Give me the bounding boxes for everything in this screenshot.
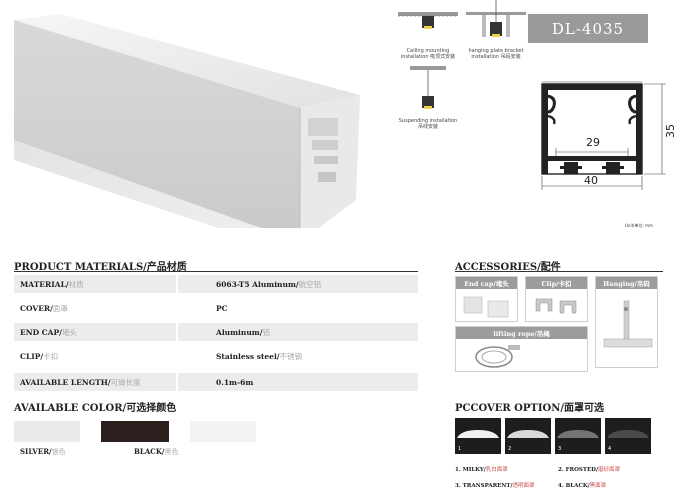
pc-option-label-cn: 乳白面罩 [485,467,508,473]
color-label-silver: SILVER/银色 [20,447,66,457]
pc-cover-frosted: 2 [505,418,551,454]
unit-note: Unit/单位: mm [625,223,653,228]
pc-option-label: 3. TRANSPARENT/透明面罩 [455,481,535,489]
row-key-cn: 面罩 [52,303,68,313]
dim-outer-width: 40 [584,174,598,187]
row-key-cn: 材质 [68,279,84,289]
accessories-title: ACCESSORIES/配件 [455,262,561,273]
accessory-clip-label: Clip/卡扣 [526,277,587,289]
row-value: 6063-T5 Aluminum/ [216,279,299,289]
pc-option-label-en: 1. MILKY/ [455,467,486,473]
pc-cover-transparent: 3 [555,418,601,454]
pc-cover-transparent-shape [557,430,599,438]
suspending-icon [406,66,450,112]
row-key: AVAILABLE LENGTH/ [20,377,111,387]
hanging-image [603,300,653,348]
suspending-label: Suspending installation 吊线安装 [398,118,458,130]
accessory-end-cap: End cap/堵头 [455,276,518,322]
hanging-bracket-label: hanging plate bracket installation 吊码安装 [468,48,524,60]
pc-option-label: 1. MILKY/乳白面罩 [455,465,508,473]
accessory-hanging: Hanging/吊码 [595,276,658,368]
row-value-cn: 航空铝 [298,279,322,289]
row-key: CLIP/ [20,351,44,361]
color-swatch-black [101,421,169,442]
pc-option-label: 2. FROSTED/磨砂面罩 [558,465,620,473]
ceiling-mount-label: Ceiling mounting installation 吸顶式安装 [400,48,456,60]
pc-cover-milky: 1 [455,418,501,454]
pc-cover-num: 1 [458,446,462,452]
table-row: COVER/面罩 PC [14,299,418,317]
silver-label: SILVER/ [20,447,52,456]
accessory-hanging-label: Hanging/吊码 [596,277,657,289]
dim-inner-width: 29 [586,136,600,149]
accessories-divider [455,271,663,272]
color-swatch-white [190,421,256,442]
materials-divider [14,271,418,272]
model-badge: DL-4035 [528,14,648,43]
row-key-cn: 可做长度 [110,377,141,387]
black-label-cn: 黑色 [164,448,179,456]
row-key: END CAP/ [20,327,62,337]
table-row: AVAILABLE LENGTH/可做长度 0.1m-6m [14,373,418,391]
ceiling-mount-icon [398,12,458,58]
row-value-cn: 铝 [262,327,271,337]
color-swatch-silver [14,421,80,442]
pc-option-label-en: 2. FROSTED/ [558,467,598,473]
pc-option-label: 4. BLACK/黑面罩 [558,481,606,489]
row-key: COVER/ [20,303,53,313]
row-value-cn: 不锈钢 [279,351,303,361]
row-value: PC [216,303,228,313]
accessory-lifting-rope: lifting rope/吊绳 [455,326,588,372]
row-value: Aluminum/ [216,327,263,337]
colors-title: AVAILABLE COLOR/可选择颜色 [14,403,177,414]
black-label: BLACK/ [134,447,165,456]
table-row: END CAP/堵头 Aluminum/铝 [14,323,418,341]
row-key-cn: 卡扣 [43,351,59,361]
pc-cover-title: PCCOVER OPTION/面罩可选 [455,403,604,414]
materials-title: PRODUCT MATERIALS/产品材质 [14,262,187,273]
silver-label-cn: 银色 [51,448,66,456]
table-row: MATERIAL/材质 6063-T5 Aluminum/航空铝 [14,275,418,293]
aluminum-profile-image [14,14,360,228]
pc-option-label-en: 4. BLACK/ [558,483,590,489]
accessory-end-cap-label: End cap/堵头 [456,277,517,289]
row-key: MATERIAL/ [20,279,69,289]
hanging-bracket-icon [466,0,526,46]
color-label-black: BLACK/黑色 [134,447,178,457]
accessory-lifting-rope-label: lifting rope/吊绳 [456,327,587,339]
pc-option-label-cn: 磨砂面罩 [597,467,620,473]
pc-cover-black-shape [607,430,649,438]
pc-option-label-cn: 透明面罩 [512,483,535,489]
pc-option-label-cn: 黑面罩 [589,483,607,489]
end-cap-image [463,296,509,318]
pc-cover-frosted-shape [507,430,549,438]
pc-cover-num: 2 [508,446,512,452]
pc-cover-num: 3 [558,446,562,452]
pc-cover-black: 4 [605,418,651,454]
cross-section-drawing: 29 40 35 [530,78,685,193]
row-value: Stainless steel/ [216,351,280,361]
clip-image [535,298,577,314]
pc-cover-num: 4 [608,446,612,452]
dim-height: 35 [664,124,677,138]
table-row: CLIP/卡扣 Stainless steel/不锈钢 [14,347,418,365]
pc-option-label-en: 3. TRANSPARENT/ [455,483,513,489]
row-key-cn: 堵头 [61,327,77,337]
accessory-clip: Clip/卡扣 [525,276,588,322]
lifting-rope-image [475,345,520,368]
row-value: 0.1m-6m [216,377,254,387]
product-photo [0,0,392,228]
pc-cover-milky-shape [457,430,499,438]
